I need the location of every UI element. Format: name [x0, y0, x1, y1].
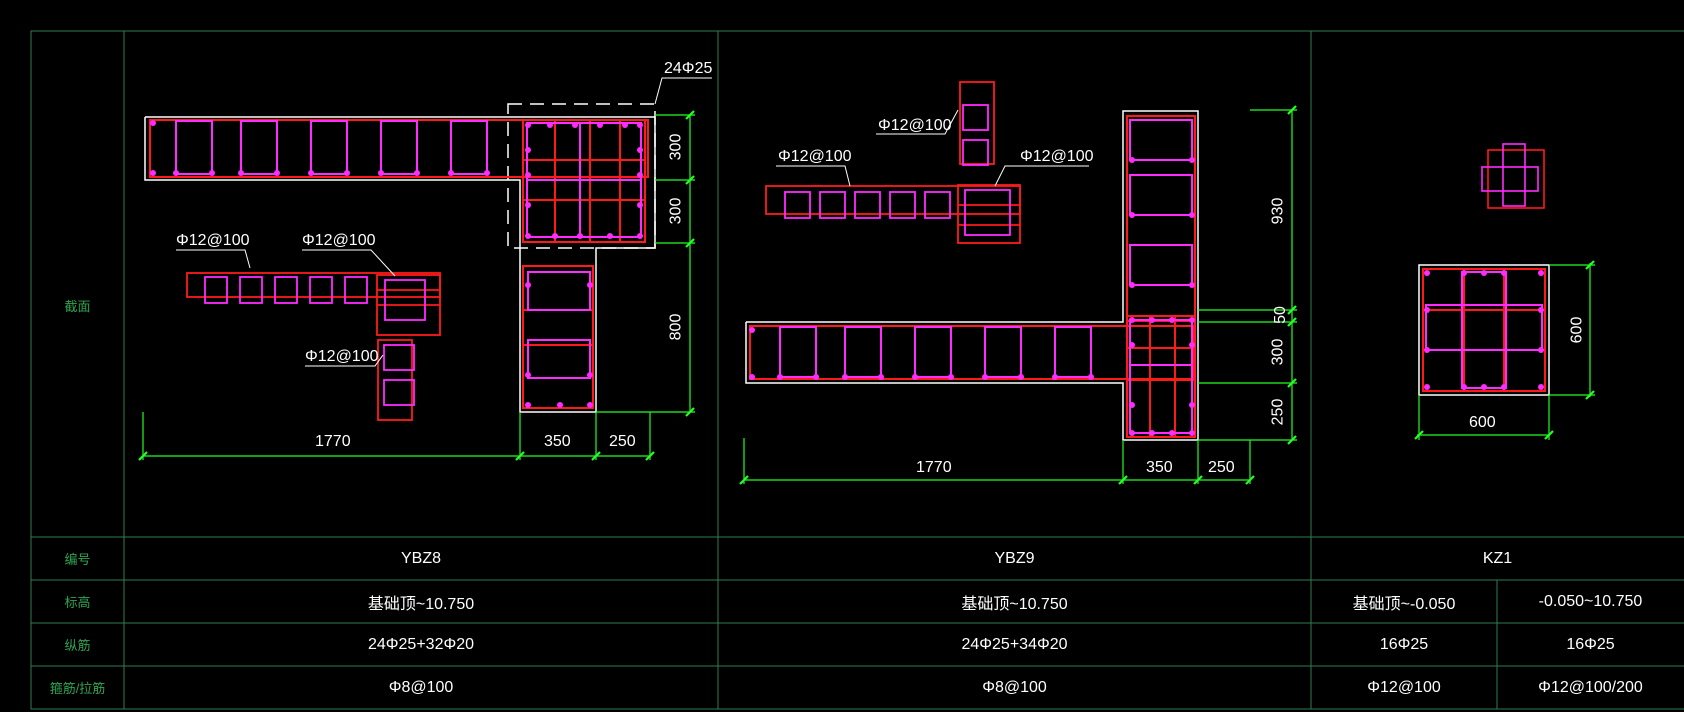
row-label-longitudinal: 纵筋: [64, 638, 91, 653]
ybz9-section: [739, 105, 1297, 485]
kz1-dim-height: 600: [1568, 316, 1586, 344]
kz1-outline: [1418, 264, 1550, 396]
ybz8-elevation: 基础顶~10.750: [367, 595, 475, 613]
ybz8-dim-v1: 300: [667, 133, 685, 161]
ybz8-tie-detail: [176, 249, 441, 421]
ybz8-dim-v2: 300: [667, 197, 685, 225]
ybz8-dim-v3: 800: [667, 313, 685, 341]
ybz9-elevation: 基础顶~10.750: [961, 595, 1068, 613]
ybz8-dim-b: 250: [609, 433, 636, 450]
ybz9-dim-v2: 50: [1271, 306, 1289, 324]
ybz8-longitudinal: 24Φ25+32Φ20: [367, 635, 475, 653]
ybz9-dim-v1: 930: [1269, 197, 1287, 225]
kz1-longitudinal-upper: 16Φ25: [1566, 635, 1615, 653]
ybz9-dim-v4: 250: [1269, 398, 1287, 426]
ybz8-dim-total: 1770: [315, 433, 351, 450]
kz1-elevation-lower: 基础顶~-0.050: [1352, 595, 1456, 613]
kz1-dim-width: 600: [1469, 414, 1496, 431]
ybz8-callout-top: 24Φ25: [664, 60, 713, 77]
ybz9-stirrup: Φ8@100: [982, 678, 1047, 696]
kz1-elevation-upper: -0.050~10.750: [1538, 592, 1643, 610]
row-label-id: 编号: [64, 552, 91, 567]
kz1-stirrup-lower: Φ12@100: [1367, 678, 1441, 696]
ybz9-dim-v3: 300: [1269, 338, 1287, 366]
table-grid: [30, 30, 1684, 710]
ybz8-dim-a: 350: [544, 433, 571, 450]
ybz9-dim-b: 250: [1208, 459, 1235, 476]
ybz9-tie-label-3: Φ12@100: [1020, 148, 1094, 165]
ybz8-tie-label-3: Φ12@100: [305, 348, 379, 365]
kz1-section: [1414, 143, 1595, 440]
kz1-id: KZ1: [1482, 549, 1513, 567]
kz1-stirrup-upper: Φ12@100/200: [1538, 678, 1643, 696]
ybz9-tie-label-1: Φ12@100: [778, 148, 852, 165]
ybz8-outline: [144, 116, 656, 413]
ybz9-dim-a: 350: [1146, 459, 1173, 476]
ybz8-tie-label-1: Φ12@100: [176, 232, 250, 249]
ybz9-tie-detail: [765, 81, 1089, 244]
ybz8-section: [138, 77, 712, 461]
ybz9-id: YBZ9: [994, 549, 1035, 567]
row-label-elevation: 标高: [64, 595, 91, 610]
ybz9-dim-total: 1770: [916, 459, 952, 476]
ybz8-id: YBZ8: [400, 549, 441, 567]
kz1-longitudinal-lower: 16Φ25: [1379, 635, 1429, 653]
ybz9-tie-label-2: Φ12@100: [878, 117, 952, 134]
row-label-section: 截面: [64, 298, 91, 314]
ybz8-tie-label-2: Φ12@100: [302, 232, 376, 249]
ybz9-longitudinal: 24Φ25+34Φ20: [961, 635, 1068, 653]
ybz8-stirrup: Φ8@100: [388, 678, 454, 696]
row-label-stirrup: 箍筋/拉筋: [49, 681, 106, 696]
